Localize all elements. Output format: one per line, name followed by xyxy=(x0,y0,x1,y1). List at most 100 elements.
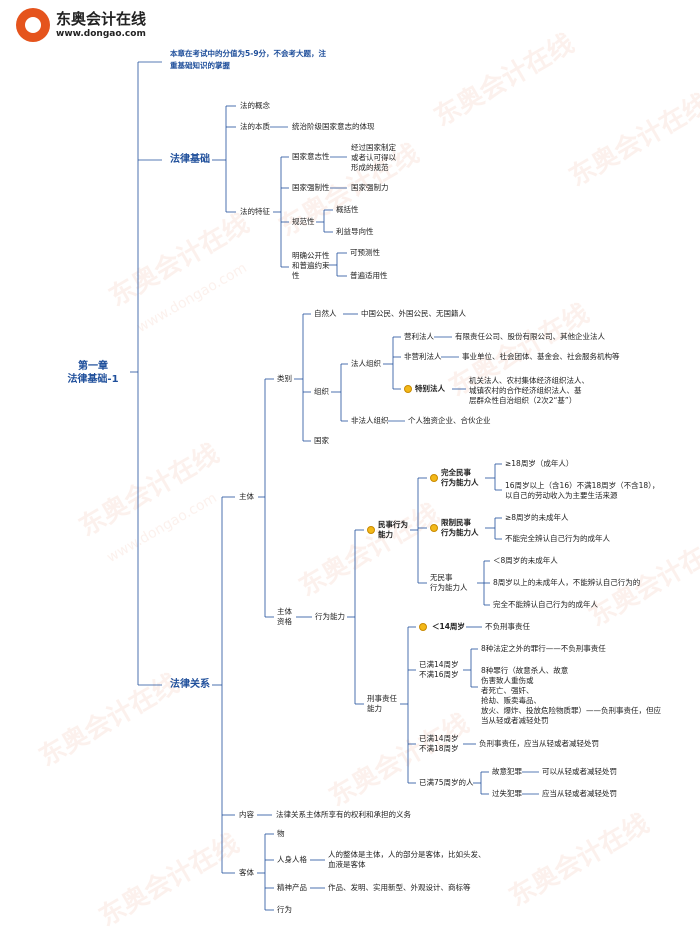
logo-icon xyxy=(16,8,50,42)
node-full-a: ≥18周岁（成年人） xyxy=(505,459,574,468)
node-legal-person: 法人组织 xyxy=(351,359,381,368)
node-interest-orientation: 利益导向性 xyxy=(336,227,374,236)
node-law-concept: 法的概念 xyxy=(240,101,270,110)
node-for-profit-detail: 有限责任公司、股份有限公司、其他企业法人 xyxy=(455,332,605,341)
text-line: 经过国家制定 xyxy=(351,143,396,152)
node-intentional-detail: 可以从轻或者减轻处罚 xyxy=(542,767,617,776)
node-category: 类别 xyxy=(277,374,292,383)
node-act: 行为 xyxy=(277,905,292,914)
text-line: 性 xyxy=(292,271,300,280)
node-age-14-18-detail: 负刑事责任，应当从轻或者减轻处罚 xyxy=(479,739,599,748)
text-line: 明确公开性 xyxy=(292,251,330,260)
text-line: 伤害致人重伤或 xyxy=(481,676,534,685)
text-line: 无民事 xyxy=(430,573,453,582)
node-civil-capacity: 民事行为 能力 xyxy=(378,520,408,540)
node-negligent-detail: 应当从轻或者减轻处罚 xyxy=(542,789,617,798)
node-limited-capacity: 限制民事 行为能力人 xyxy=(441,518,479,538)
node-capacity: 行为能力 xyxy=(315,612,345,621)
star-icon xyxy=(430,524,438,532)
node-none-c: 完全不能辨认自己行为的成年人 xyxy=(493,600,598,609)
node-full-capacity: 完全民事 行为能力人 xyxy=(441,468,479,488)
node-essence-detail: 统治阶级国家意志的体现 xyxy=(292,122,375,131)
text-line: 行为能力人 xyxy=(430,583,468,592)
text-line: 刑事责任 xyxy=(367,694,397,703)
star-icon xyxy=(367,526,375,534)
node-legal-relation: 法律关系 xyxy=(170,679,210,690)
node-generality: 概括性 xyxy=(336,205,359,214)
brand-name: 东奥会计在线 xyxy=(56,10,147,28)
text-line: 机关法人、农村集体经济组织法人、 xyxy=(469,376,589,385)
text-line: 资格 xyxy=(277,617,292,626)
node-full-b: 16周岁以上（含16）不满18周岁（不含18）， 以自己的劳动收入为主要生活来源 xyxy=(505,481,659,501)
node-predictability: 可预测性 xyxy=(350,248,380,257)
root-title: 第一章 xyxy=(78,361,108,372)
exam-note-line: 本章在考试中的分值为5-9分，不会考大题，注 xyxy=(170,49,327,58)
text-line: 形成的规范 xyxy=(351,163,389,172)
text-line: 主体 xyxy=(277,607,292,616)
node-content-detail: 法律关系主体所享有的权利和承担的义务 xyxy=(276,810,411,819)
node-for-profit: 营利法人 xyxy=(404,332,434,341)
node-state-force-detail: 国家强制力 xyxy=(351,183,389,192)
text-line: 已满14周岁 xyxy=(419,660,459,669)
node-personal: 人身人格 xyxy=(277,855,307,864)
node-criminal-capacity: 刑事责任 能力 xyxy=(367,694,397,714)
node-spiritual-detail: 作品、发明、实用新型、外观设计、商标等 xyxy=(328,883,471,892)
text-line: 当从轻或者减轻处罚 xyxy=(481,716,549,725)
node-non-profit-detail: 事业单位、社会团体、基金会、社会服务机构等 xyxy=(462,352,620,361)
node-under-14: ＜14周岁 xyxy=(432,622,465,631)
text-line: 不满18周岁 xyxy=(419,744,459,753)
node-state: 国家 xyxy=(314,436,329,445)
text-line: 限制民事 xyxy=(441,518,471,527)
node-none-b: 8周岁以上的未成年人，不能辨认自己行为的 xyxy=(493,578,641,587)
text-line: 不满16周岁 xyxy=(419,670,459,679)
node-normativity: 规范性 xyxy=(292,217,315,226)
root-node: 第一章 法律基础-1 xyxy=(60,360,126,386)
node-state-force: 国家强制性 xyxy=(292,183,330,192)
star-icon xyxy=(430,474,438,482)
node-personal-detail: 人的整体是主体，人的部分是客体，比如头发、 血液是客体 xyxy=(328,850,486,870)
root-subtitle: 法律基础-1 xyxy=(67,374,119,385)
node-content: 内容 xyxy=(239,810,254,819)
node-age-14-16-b: 8种罪行（故意杀人、故意 伤害致人重伤或 者死亡、强奸、 抢劫、贩卖毒品、 放火… xyxy=(481,666,661,726)
node-age-14-18: 已满14周岁 不满18周岁 xyxy=(419,734,459,754)
node-special-detail: 机关法人、农村集体经济组织法人、 城镇农村的合作经济组织法人、基 层群众性自治组… xyxy=(469,376,589,406)
node-age-14-16-a: 8种法定之外的罪行——不负刑事责任 xyxy=(481,644,606,653)
node-non-legal-detail: 个人独资企业、合伙企业 xyxy=(408,416,491,425)
text-line: 和普遍约束 xyxy=(292,261,330,270)
node-natural-person-detail: 中国公民、外国公民、无国籍人 xyxy=(361,309,466,318)
text-line: 完全民事 xyxy=(441,468,471,477)
node-special-legal-person: 特别法人 xyxy=(415,384,445,393)
node-universal-applicability: 普遍适用性 xyxy=(350,271,388,280)
text-line: 民事行为 xyxy=(378,520,408,529)
node-publicity: 明确公开性 和普遍约束 性 xyxy=(292,251,330,281)
node-law-essence: 法的本质 xyxy=(240,122,270,131)
text-line: 8种罪行（故意杀人、故意 xyxy=(481,666,569,675)
node-qualification: 主体 资格 xyxy=(277,607,292,627)
node-negligent-crime: 过失犯罪 xyxy=(492,789,522,798)
exam-note: 本章在考试中的分值为5-9分，不会考大题，注 重基础知识的掌握 xyxy=(170,48,326,72)
text-line: 放火、爆炸、投放危险物质罪）——负刑事责任，但应 xyxy=(481,706,661,715)
node-organization: 组织 xyxy=(314,387,329,396)
text-line: 以自己的劳动收入为主要生活来源 xyxy=(505,491,618,500)
node-none-a: ＜8周岁的未成年人 xyxy=(493,556,558,565)
text-line: 行为能力人 xyxy=(441,528,479,537)
text-line: 抢劫、贩卖毒品、 xyxy=(481,696,541,705)
node-object: 客体 xyxy=(239,868,254,877)
star-icon xyxy=(419,623,427,631)
text-line: 已满14周岁 xyxy=(419,734,459,743)
node-age-75: 已满75周岁的人 xyxy=(419,778,474,787)
node-spiritual-product: 精神产品 xyxy=(277,883,307,892)
text-line: 能力 xyxy=(378,530,393,539)
text-line: 层群众性自治组织（2次2“基”） xyxy=(469,396,577,405)
text-line: 行为能力人 xyxy=(441,478,479,487)
node-limited-a: ≥8周岁的未成年人 xyxy=(505,513,569,522)
text-line: 血液是客体 xyxy=(328,860,366,869)
text-line: 16周岁以上（含16）不满18周岁（不含18）， xyxy=(505,481,660,490)
node-intentional-crime: 故意犯罪 xyxy=(492,767,522,776)
brand-url: www.dongao.com xyxy=(56,29,146,39)
node-non-profit: 非营利法人 xyxy=(404,352,442,361)
node-no-capacity: 无民事 行为能力人 xyxy=(430,573,468,593)
text-line: 者死亡、强奸、 xyxy=(481,686,534,695)
node-natural-person: 自然人 xyxy=(314,309,337,318)
